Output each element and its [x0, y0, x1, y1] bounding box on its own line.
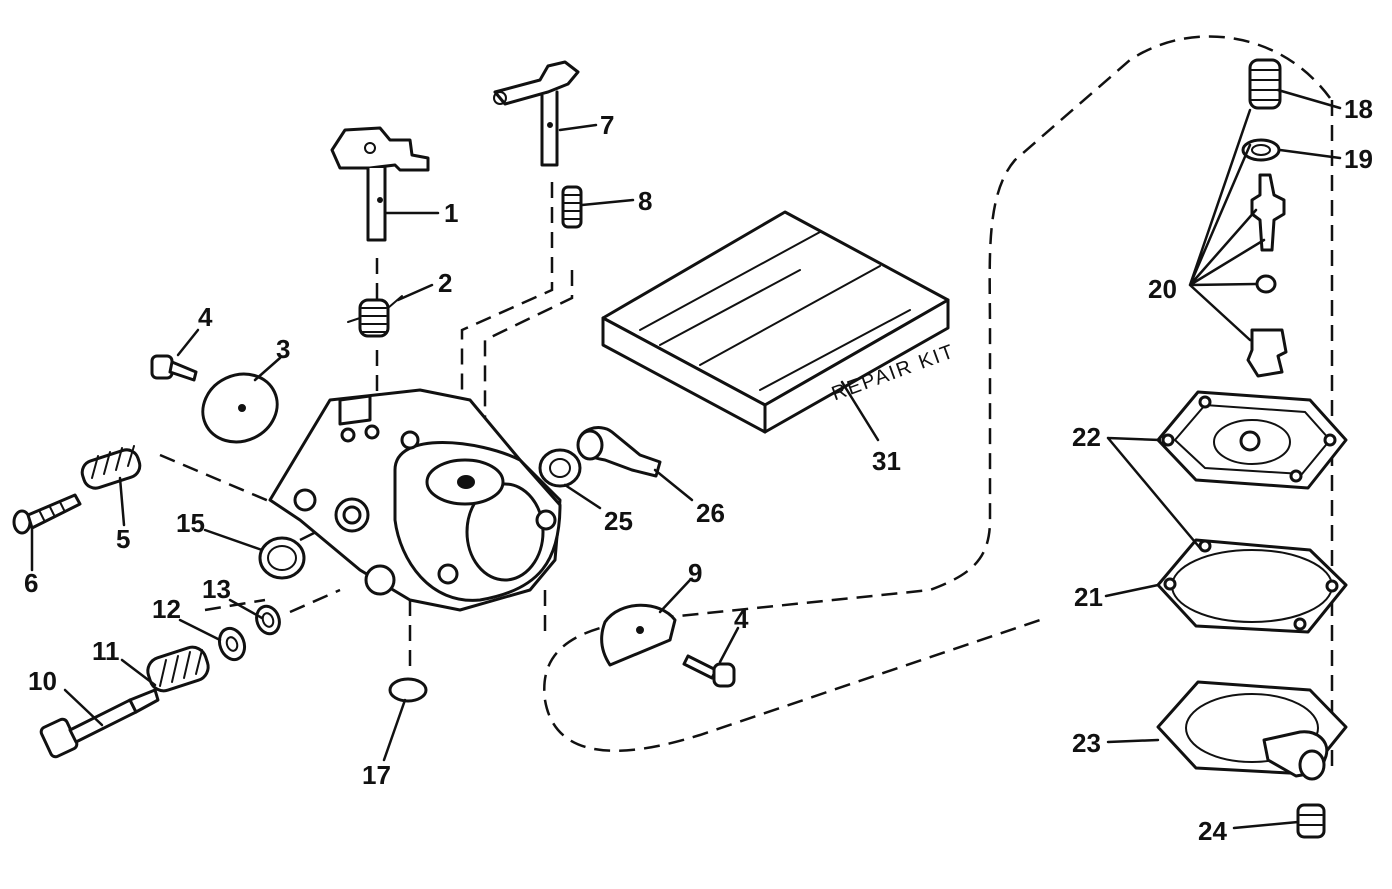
- callout-24: 24: [1198, 816, 1227, 846]
- part-24-screw: [1296, 803, 1326, 839]
- part-21-diaphragm-gasket: [1156, 538, 1348, 634]
- part-8-detent-spring: [561, 185, 583, 229]
- callout-9: 9: [688, 558, 702, 588]
- callout-18: 18: [1344, 94, 1373, 124]
- part-11-needle-spring: [146, 645, 210, 693]
- callout-31: 31: [872, 446, 901, 476]
- callout-5: 5: [116, 524, 130, 554]
- part-9-choke-plate: [600, 603, 677, 667]
- callout-3: 3: [276, 334, 290, 364]
- callout-numbers: 1 2 3 4 5 6 7 8 9 4 10 11 12 13 15 17 18…: [24, 94, 1373, 846]
- callout-2: 2: [438, 268, 452, 298]
- part-6-idle-screw: [12, 493, 82, 535]
- callout-1: 1: [444, 198, 458, 228]
- assembly-dashed-lines: [159, 35, 1334, 770]
- callout-12: 12: [152, 594, 181, 624]
- callout-20: 20: [1148, 274, 1177, 304]
- callout-7: 7: [600, 110, 614, 140]
- callout-21: 21: [1074, 582, 1103, 612]
- callout-15: 15: [176, 508, 205, 538]
- part-15-welch-plug: [258, 536, 306, 580]
- part-23-pump-cover: [1156, 680, 1348, 781]
- callout-26: 26: [696, 498, 725, 528]
- part-13-o-ring: [255, 604, 281, 636]
- callout-6: 6: [24, 568, 38, 598]
- part-26-fuel-fitting: [576, 426, 662, 478]
- part-5-spring: [80, 445, 142, 490]
- callout-17: 17: [362, 760, 391, 790]
- callout-19: 19: [1344, 144, 1373, 174]
- part-25-bushing: [538, 448, 582, 488]
- part-4-screw-upper: [150, 354, 198, 382]
- part-1-throttle-shaft: [330, 126, 430, 242]
- callout-4-upper: 4: [198, 302, 213, 332]
- part-10-mixture-needle: [39, 688, 160, 759]
- callout-11: 11: [92, 636, 120, 666]
- part-20-inlet-needle-seat: [1246, 173, 1288, 378]
- callout-4-lower: 4: [734, 604, 749, 634]
- part-2-throttle-spring: [347, 295, 403, 338]
- part-4-screw-lower: [682, 654, 736, 688]
- callout-23: 23: [1072, 728, 1101, 758]
- callout-leader-lines: [30, 88, 1342, 830]
- callout-22: 22: [1072, 422, 1101, 452]
- callout-10: 10: [28, 666, 57, 696]
- carburetor-body: [268, 388, 562, 612]
- part-7-choke-shaft: [493, 60, 580, 167]
- part-12-washer: [217, 626, 247, 662]
- callout-13: 13: [202, 574, 231, 604]
- part-17-welch-plug: [388, 677, 428, 703]
- part-18-needle-spring: [1248, 58, 1282, 110]
- part-3-throttle-plate: [201, 372, 279, 444]
- part-31-repair-kit: REPAIR KIT: [601, 210, 958, 434]
- part-22-diaphragm-cover: [1156, 390, 1348, 490]
- callout-8: 8: [638, 186, 652, 216]
- callout-25: 25: [604, 506, 633, 536]
